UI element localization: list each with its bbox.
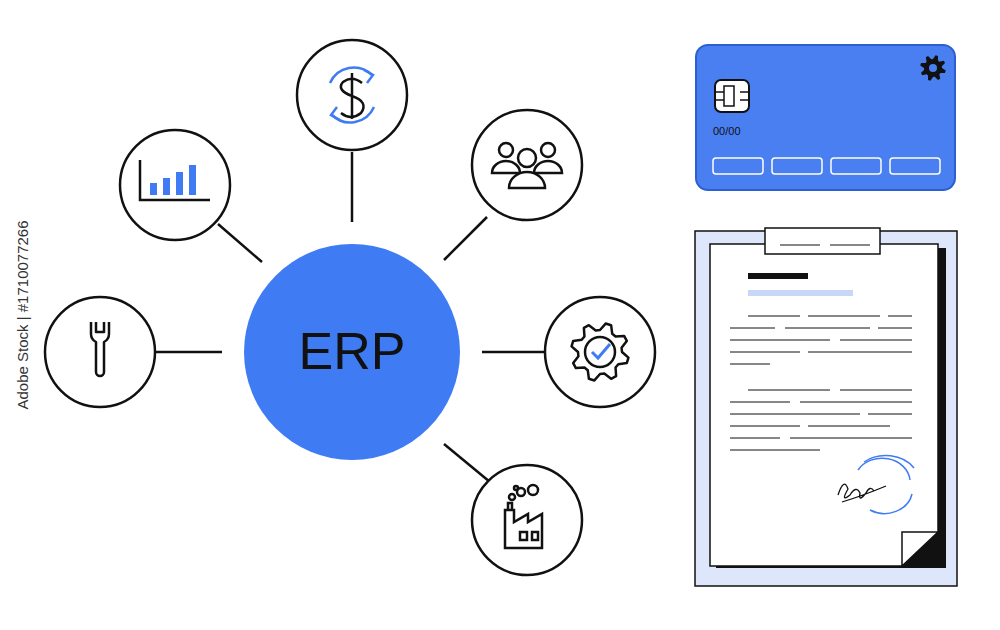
card-gear bbox=[920, 55, 946, 81]
credit-card bbox=[696, 45, 955, 190]
erp-hub: ERP bbox=[244, 244, 460, 460]
icon-circles bbox=[45, 40, 655, 575]
card-expiry: 00/00 bbox=[713, 125, 741, 137]
people-icon bbox=[492, 143, 562, 188]
gear-check-icon bbox=[572, 324, 629, 381]
chart-icon bbox=[140, 160, 210, 200]
factory-icon bbox=[505, 485, 542, 548]
dollar-icon bbox=[330, 68, 374, 123]
wrench-icon bbox=[91, 322, 109, 376]
card-panel: 00/00 bbox=[696, 45, 955, 190]
watermark: Adobe Stock | #1710077266 bbox=[14, 220, 31, 409]
clipboard bbox=[695, 228, 957, 586]
erp-disc bbox=[244, 244, 460, 460]
hub-label: ERP bbox=[299, 323, 406, 380]
